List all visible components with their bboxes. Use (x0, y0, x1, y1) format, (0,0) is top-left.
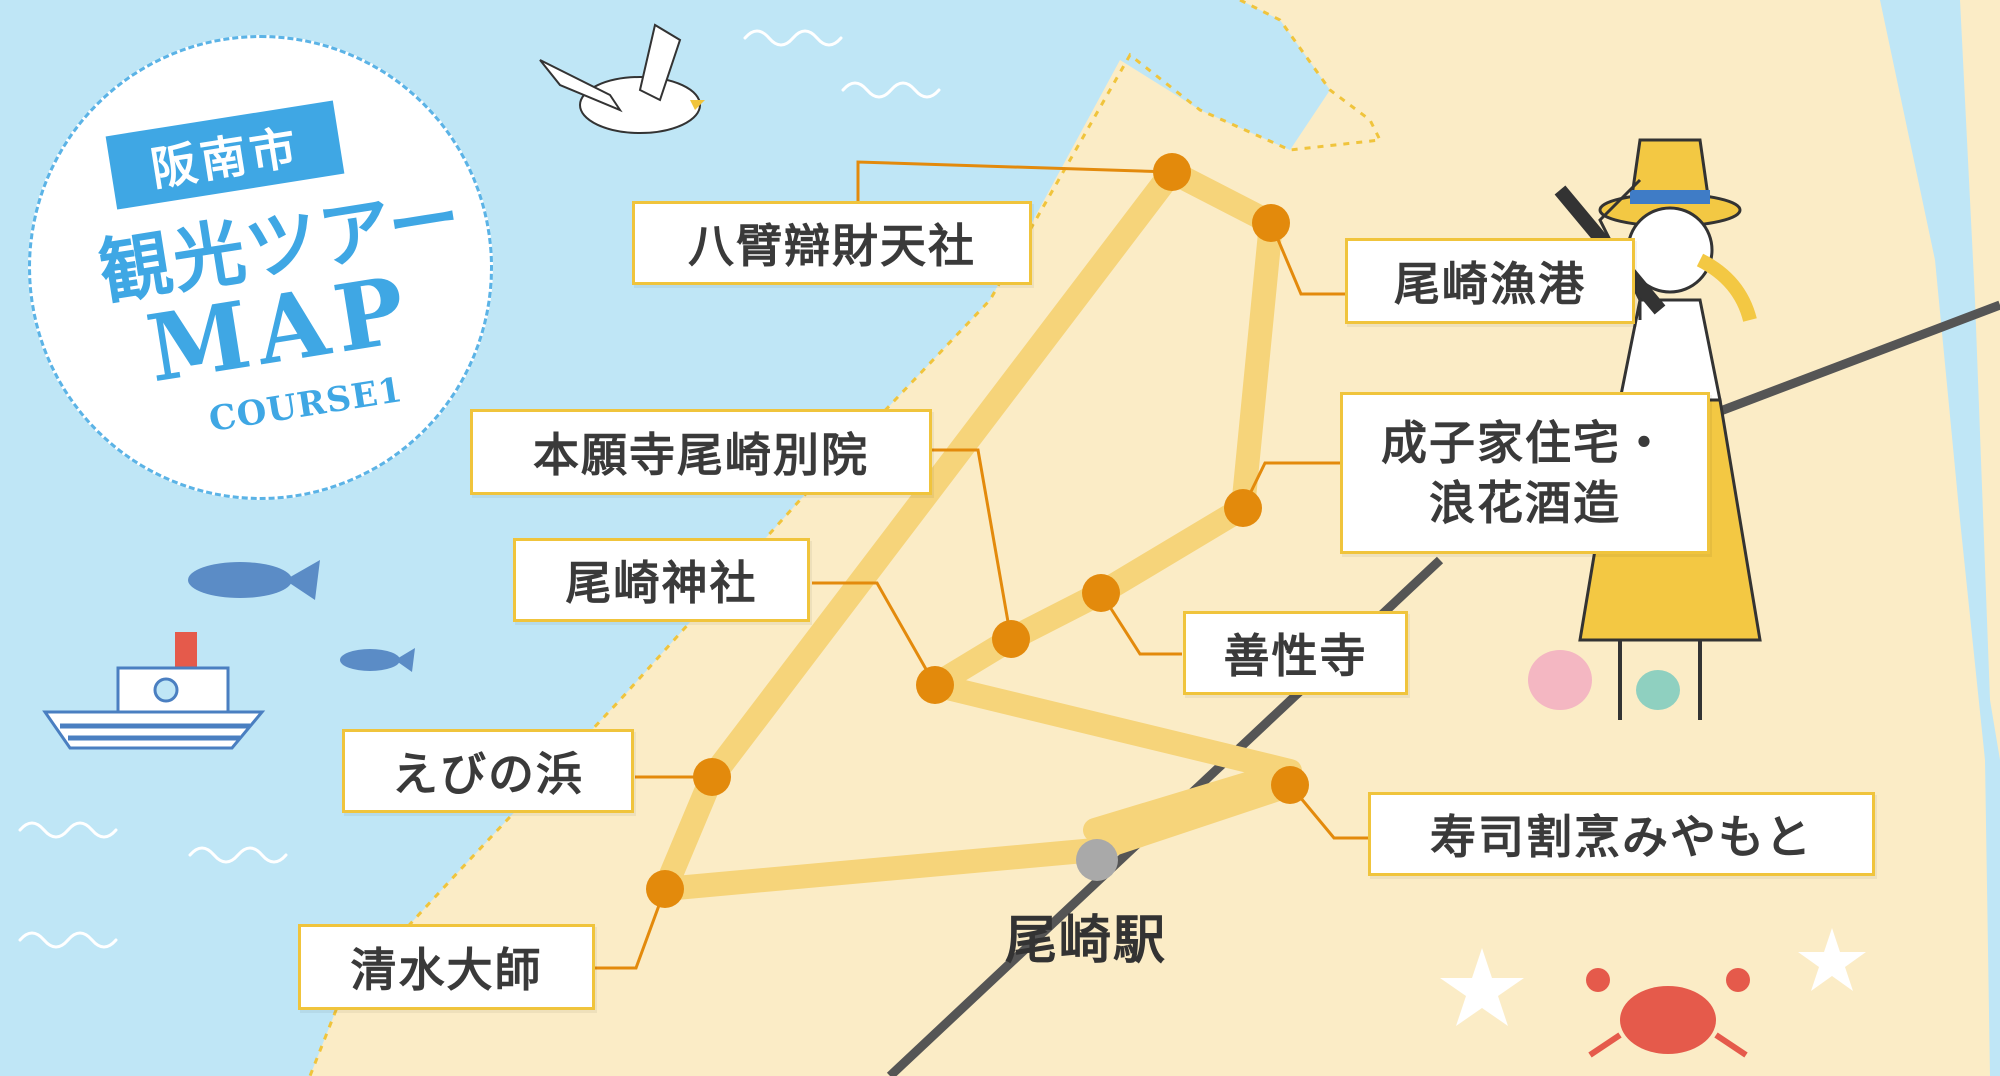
shell-icon (1528, 650, 1680, 710)
marker-nariko-residence[interactable] (1224, 489, 1262, 527)
starfish-icon (1440, 928, 1866, 1026)
wave-icons (18, 29, 941, 949)
boat-icon (42, 632, 266, 750)
railway-line-north (1708, 300, 2000, 420)
fish-icon (188, 560, 415, 672)
marker-zenshoji[interactable] (1082, 574, 1120, 612)
spot-label-zenshoji[interactable]: 善性寺 (1183, 611, 1408, 695)
river (1880, 0, 2000, 1076)
spot-label-nariko-residence[interactable]: 成子家住宅・ 浪花酒造 (1340, 392, 1710, 554)
station-label[interactable]: 尾崎駅 (1005, 911, 1168, 971)
spot-label-shimizu-daishi[interactable]: 清水大師 (298, 924, 595, 1010)
spot-label-ozaki-shrine[interactable]: 尾崎神社 (513, 538, 810, 622)
spot-label-honganji[interactable]: 本願寺尾崎別院 (470, 409, 932, 495)
tour-route (653, 160, 1302, 901)
marker-sushi-miyamoto[interactable] (1271, 766, 1309, 804)
marker-ozaki-shrine[interactable] (916, 666, 954, 704)
marker-ebi-beach[interactable] (693, 758, 731, 796)
spot-label-nariko-line2: 浪花酒造 (1429, 476, 1621, 530)
route-markers (646, 153, 1309, 908)
spot-label-nariko-line1: 成子家住宅・ (1381, 416, 1669, 470)
spot-label-hachihi[interactable]: 八臂辯財天社 (632, 201, 1032, 285)
crab-icon (1586, 968, 1750, 1058)
marker-honganji[interactable] (992, 620, 1030, 658)
marker-hachihi[interactable] (1153, 153, 1191, 191)
marker-shimizu-daishi[interactable] (646, 870, 684, 908)
spot-label-ebi-beach[interactable]: えびの浜 (342, 729, 634, 813)
spot-label-ozaki-fishing-port[interactable]: 尾崎漁港 (1345, 238, 1635, 324)
marker-ozaki-fishing-port[interactable] (1252, 204, 1290, 242)
station-marker[interactable] (1076, 839, 1118, 881)
seagull-icon (539, 23, 705, 134)
spot-label-sushi-miyamoto[interactable]: 寿司割烹みやもと (1368, 792, 1875, 876)
